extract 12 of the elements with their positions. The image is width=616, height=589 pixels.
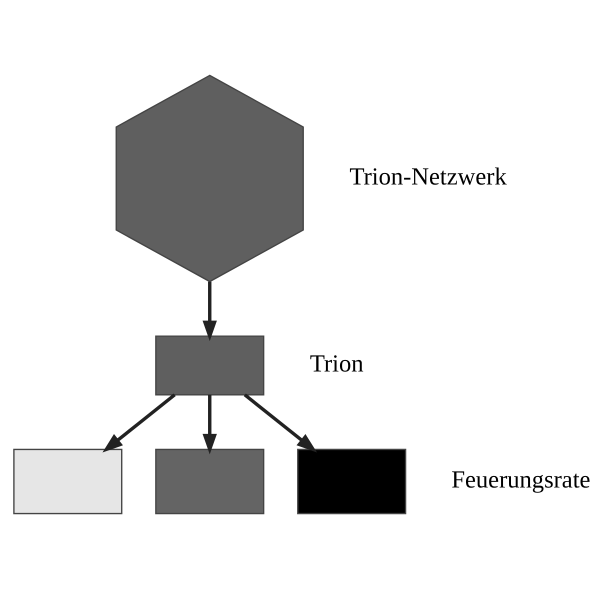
node-label: Trion-Netzwerk [349, 164, 507, 190]
node-hexagon [116, 74, 304, 282]
label: Feuerungsrate [451, 466, 590, 494]
node-box [155, 335, 264, 396]
label: Trion [310, 350, 364, 378]
arrow [244, 394, 318, 452]
node-box [297, 448, 406, 514]
node-box [13, 448, 122, 514]
arrow [202, 394, 217, 454]
arrow [202, 282, 217, 342]
arrow [102, 394, 176, 452]
node-box [155, 448, 264, 514]
